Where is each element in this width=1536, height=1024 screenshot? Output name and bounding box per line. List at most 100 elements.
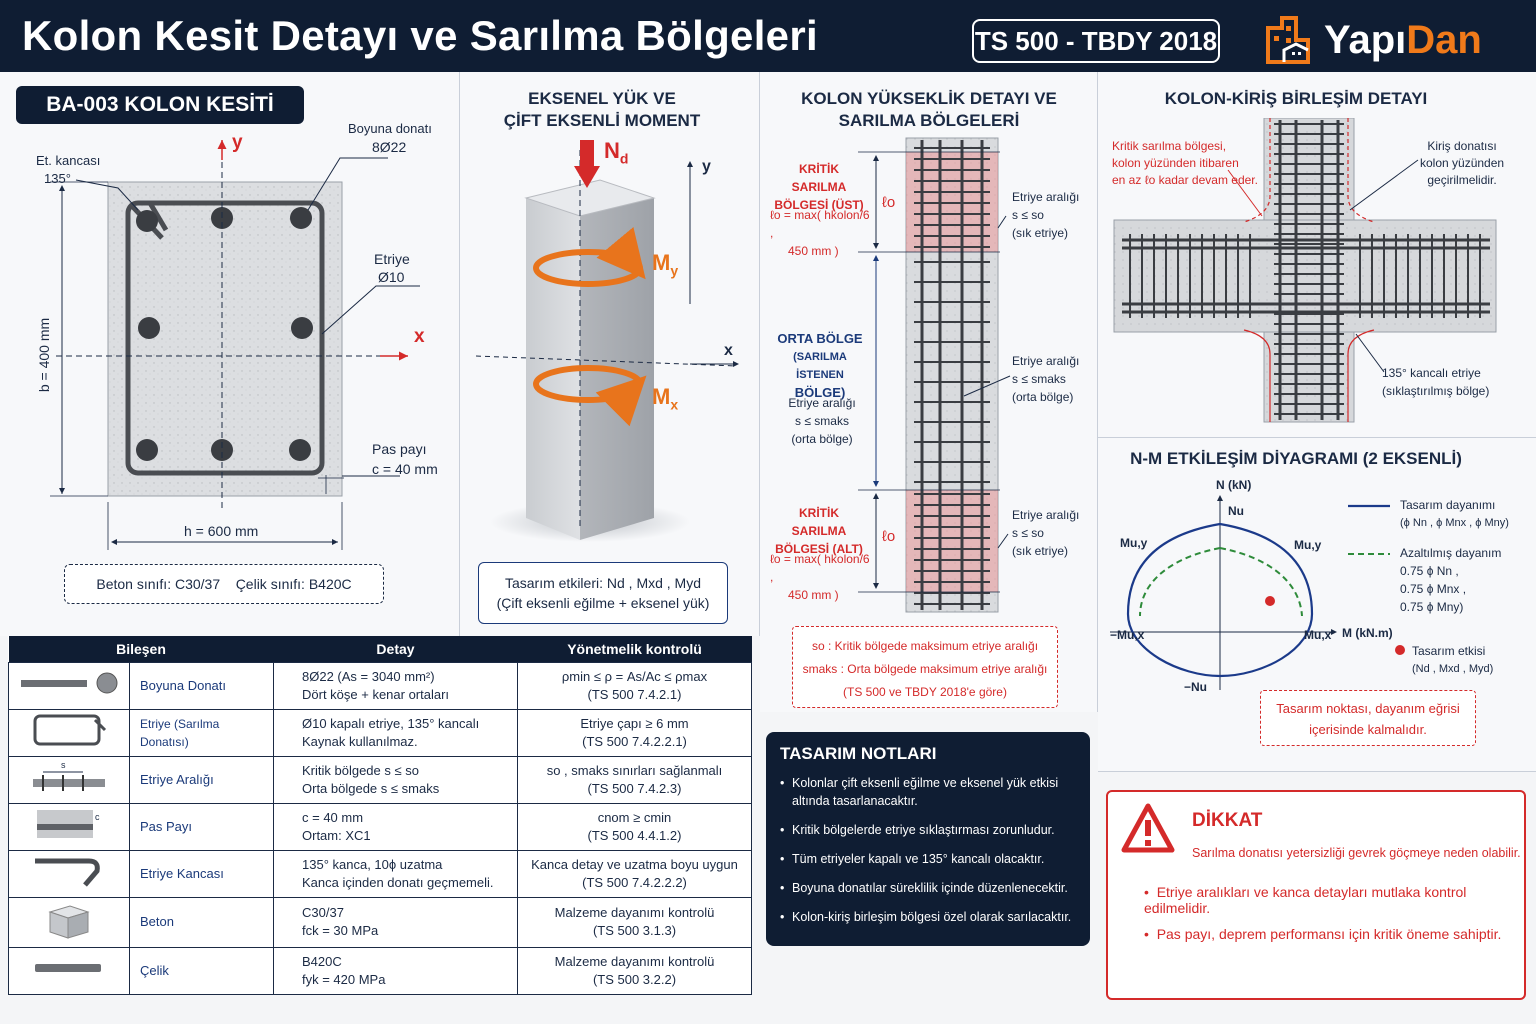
component-name: Etriye Aralığı bbox=[129, 755, 274, 804]
note-item: Kritik bölgelerde etriye sıklaştırması z… bbox=[780, 821, 1076, 839]
check-line2: (TS 500 7.4.2.1) bbox=[587, 686, 682, 702]
brand-logo: YapıDan bbox=[1262, 10, 1522, 66]
leader bbox=[1349, 159, 1419, 211]
check-line1: Kanca detay ve uzatma boyu uygun bbox=[531, 856, 738, 872]
mx-symbol: M bbox=[652, 384, 671, 409]
table-row: Boyuna Donatı 8Ø22 (As = 3040 mm²)Dört k… bbox=[8, 661, 752, 710]
component-name: Etriye (Sarılma Donatısı) bbox=[129, 708, 274, 757]
section-drawing bbox=[50, 140, 420, 550]
logo-text: YapıDan bbox=[1324, 18, 1482, 63]
right-mid-line2: s ≤ smaks bbox=[1012, 372, 1066, 386]
table-header-row: Bileşen Detay Yönetmelik kontrolü bbox=[8, 636, 752, 662]
nm-note-line2: içerisinde kalmalıdır. bbox=[1309, 722, 1427, 737]
nu-label: Nu bbox=[1228, 504, 1244, 518]
column-top bbox=[524, 179, 656, 217]
mid-spacing-line2: s ≤ smaks bbox=[795, 414, 849, 428]
leader bbox=[997, 533, 1009, 549]
joint-stirrups bbox=[1274, 123, 1344, 415]
component-detail: c = 40 mm Ortam: XC1 bbox=[273, 802, 518, 851]
check-line1: Etriye çapı ≥ 6 mm bbox=[580, 715, 689, 731]
cover-icon: c bbox=[8, 802, 130, 851]
nd-subscript: d bbox=[619, 150, 629, 167]
check-line2: (TS 500 4.4.1.2) bbox=[587, 827, 682, 843]
mid-zone-line2: (SARILMA İSTENEN bbox=[793, 351, 847, 381]
nm-note-box: Tasarım noktası, dayanım eğrisi içerisin… bbox=[1260, 690, 1476, 746]
detail-line2: Kaynak kullanılmaz. bbox=[302, 733, 418, 749]
detail-line1: B420C bbox=[302, 953, 342, 969]
rebar bbox=[289, 439, 311, 461]
concrete-class: Beton sınıfı: C30/37 bbox=[96, 576, 221, 592]
right-top-line2: s ≤ so bbox=[1012, 208, 1044, 222]
right-bot-line2: s ≤ so bbox=[1012, 526, 1044, 540]
component-detail: 8Ø22 (As = 3040 mm²)Dört köşe + kenar or… bbox=[273, 661, 518, 710]
axial-x-label: x bbox=[724, 342, 733, 359]
top-zone-line1: KRİTİK SARILMA bbox=[791, 162, 847, 194]
detail-line1: C30/37 bbox=[302, 905, 344, 920]
joint-title: KOLON-KİRİŞ BİRLEŞİM DETAYI bbox=[1164, 89, 1428, 108]
table-row: Etriye (Sarılma Donatısı) Ø10 kapalı etr… bbox=[8, 708, 752, 757]
code-check: Etriye çapı ≥ 6 mm(TS 500 7.4.2.2.1) bbox=[517, 708, 752, 757]
leader-hook bbox=[75, 179, 139, 211]
joint-right-line3: geçirilmelidir. bbox=[1427, 173, 1497, 187]
height-dim-label: b = 400 mm bbox=[36, 317, 52, 393]
column-rebars bbox=[1278, 120, 1340, 420]
joint-right-line2: kolon yüzünden bbox=[1420, 156, 1505, 170]
leader bbox=[963, 375, 1011, 397]
check-line2: (TS 500 7.4.2.3) bbox=[587, 780, 682, 796]
component-name: Beton bbox=[129, 896, 274, 948]
nm-title: N-M ETKİLEŞİM DİYAGRAMI (2 EKSENLİ) bbox=[1130, 449, 1462, 468]
column-header: Yönetmelik kontrolü bbox=[517, 636, 752, 662]
y-axis-label: y bbox=[232, 132, 243, 153]
legend-reduced-line3: 0.75 ϕ Mnx , bbox=[1400, 582, 1467, 596]
joint-left-note: Kritik sarılma bölgesi,kolon yüzünden it… bbox=[1112, 138, 1258, 189]
check-line1: ρmin ≤ ρ = As/Ac ≤ ρmax bbox=[561, 668, 708, 684]
cover-value: c = 40 mm bbox=[372, 461, 438, 477]
component-name: Pas Payı bbox=[129, 802, 274, 851]
legend-reduced-line2: 0.75 ϕ Nn , bbox=[1400, 564, 1459, 578]
m-axis-label: M (kN.m) bbox=[1342, 626, 1393, 640]
detail-line2: Ortam: XC1 bbox=[302, 827, 371, 843]
warning-box: DİKKAT Sarılma donatısı yetersizliği gev… bbox=[1106, 790, 1526, 1000]
long-bar-label: Boyuna donatı bbox=[348, 121, 432, 136]
detail-line2: Orta bölgede s ≤ smaks bbox=[302, 780, 440, 796]
joint-bottom-line2: (sıklaştırılmış bölge) bbox=[1382, 384, 1490, 398]
n-axis-label: N (kN) bbox=[1216, 478, 1252, 492]
spacing-icon: s bbox=[8, 755, 130, 804]
my-label: My bbox=[652, 252, 678, 279]
check-line1: so , smaks sınırları sağlanmalı bbox=[546, 762, 723, 778]
bot-formula: ℓo = max( hkolon/6 ,450 mm ) bbox=[770, 550, 874, 604]
rebar bbox=[136, 439, 158, 461]
code-check: ρmin ≤ ρ = As/Ac ≤ ρmax (TS 500 7.4.2.1) bbox=[517, 661, 752, 710]
check-line2: (TS 500 3.2.2) bbox=[592, 971, 677, 987]
check-line1: cnom ≥ cmin bbox=[597, 809, 672, 825]
axial-title-line1: EKSENEL YÜK VE bbox=[528, 89, 676, 108]
bot-zone-line1: KRİTİK SARILMA bbox=[791, 506, 847, 538]
mux-label: Mu,x bbox=[1304, 628, 1332, 642]
warning-bullet-2: Pas payı, deprem performansı için kritik… bbox=[1156, 926, 1502, 942]
stirrup bbox=[125, 200, 325, 476]
width-dim-label: h = 600 mm bbox=[184, 523, 259, 539]
logo-text-a: Yapı bbox=[1324, 18, 1407, 62]
hook-leg bbox=[147, 201, 169, 232]
note-item: Kolon-kiriş birleşim bölgesi özel olarak… bbox=[780, 908, 1076, 926]
detail-line1: c = 40 mm bbox=[302, 809, 364, 825]
reduced-curve bbox=[1219, 547, 1303, 617]
hook-label: Et. kancası bbox=[36, 153, 101, 168]
legend-line2: smaks : Orta bölgede maksimum etriye ara… bbox=[802, 662, 1048, 676]
column-elevation bbox=[858, 137, 1011, 613]
leader bbox=[997, 215, 1007, 229]
legend-line3: (TS 500 ve TBDY 2018'e göre) bbox=[843, 685, 1007, 699]
critical-boundary bbox=[1243, 118, 1271, 223]
bot-formula-line1: ℓo = max( hkolon/6 , bbox=[770, 552, 870, 584]
component-name: Boyuna Donatı bbox=[129, 661, 274, 710]
detail-line2: Dört köşe + kenar ortaları bbox=[302, 686, 450, 702]
logo-text-b: Dan bbox=[1406, 18, 1482, 62]
beam-stirrups bbox=[1129, 234, 1481, 318]
